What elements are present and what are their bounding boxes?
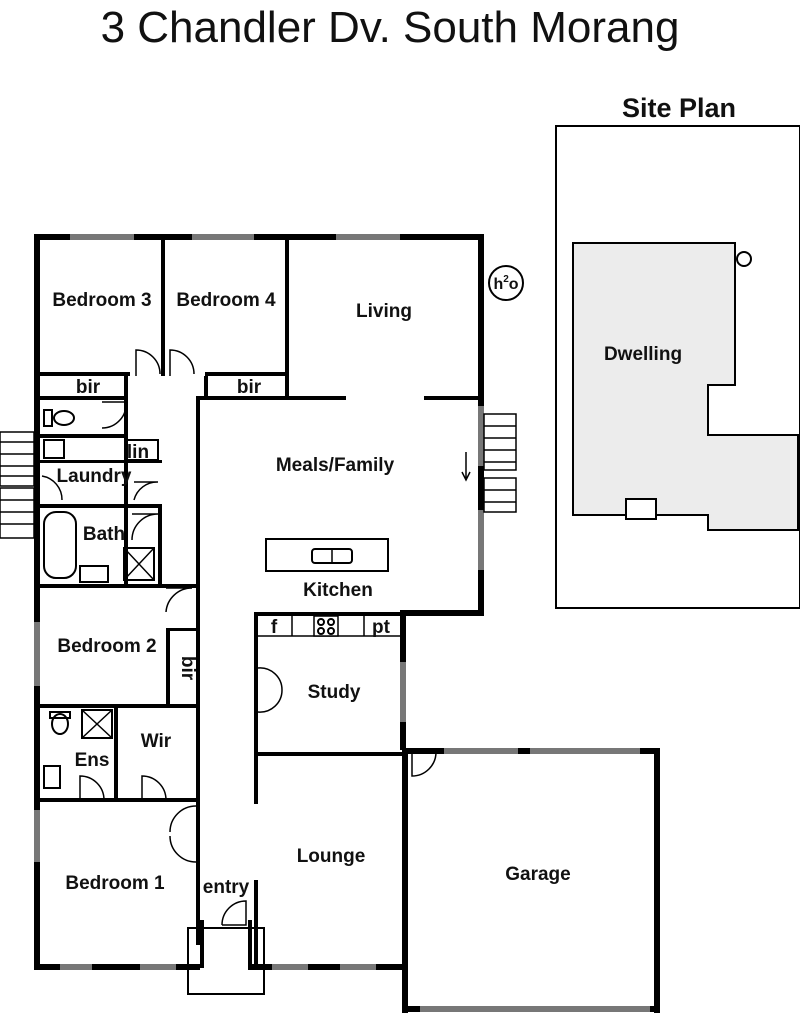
room-meals-family: Meals/Family <box>276 455 395 476</box>
site-tank-icon <box>736 251 752 267</box>
room-ensuite: Ens <box>75 750 110 771</box>
site-boundary <box>555 125 800 609</box>
room-wir: Wir <box>141 731 172 752</box>
site-plan-heading: Site Plan <box>622 93 736 123</box>
room-bath: Bath <box>83 524 125 545</box>
room-bedroom-4: Bedroom 4 <box>176 290 276 311</box>
site-plan: Site Plan Dwelling <box>555 93 800 609</box>
room-bir-side: bir <box>177 656 198 681</box>
dwelling-label: Dwelling <box>604 344 682 365</box>
side-windows <box>0 406 650 1012</box>
room-lounge: Lounge <box>297 846 366 867</box>
water-tank-icon: h2o <box>488 265 524 301</box>
room-bir-top-left: bir <box>76 377 101 398</box>
room-kitchen: Kitchen <box>303 580 373 601</box>
exterior-walls <box>34 234 660 1013</box>
room-bedroom-1: Bedroom 1 <box>65 873 165 894</box>
room-study: Study <box>308 682 361 703</box>
doors <box>41 349 437 926</box>
room-bedroom-2: Bedroom 2 <box>57 636 156 657</box>
top-windows <box>70 234 400 240</box>
kitchen-fridge: f <box>271 617 278 638</box>
room-laundry: Laundry <box>57 466 132 487</box>
page-title: 3 Chandler Dv. South Morang <box>101 3 680 52</box>
dwelling-footprint <box>572 242 799 531</box>
room-linen: lin <box>127 442 149 463</box>
kitchen-bench <box>258 538 400 637</box>
room-bedroom-3: Bedroom 3 <box>52 290 151 311</box>
water-tank-label: h2o <box>493 274 518 293</box>
site-porch <box>625 498 657 520</box>
room-bir-top-right: bir <box>237 377 262 398</box>
room-garage: Garage <box>505 864 570 885</box>
interior-walls <box>40 240 480 995</box>
fixtures <box>43 409 159 789</box>
room-entry: entry <box>203 877 250 898</box>
kitchen-pantry: pt <box>372 617 391 638</box>
room-labels: Bedroom 3 Bedroom 4 Living bir bir lin L… <box>52 290 570 898</box>
room-living: Living <box>356 301 412 322</box>
